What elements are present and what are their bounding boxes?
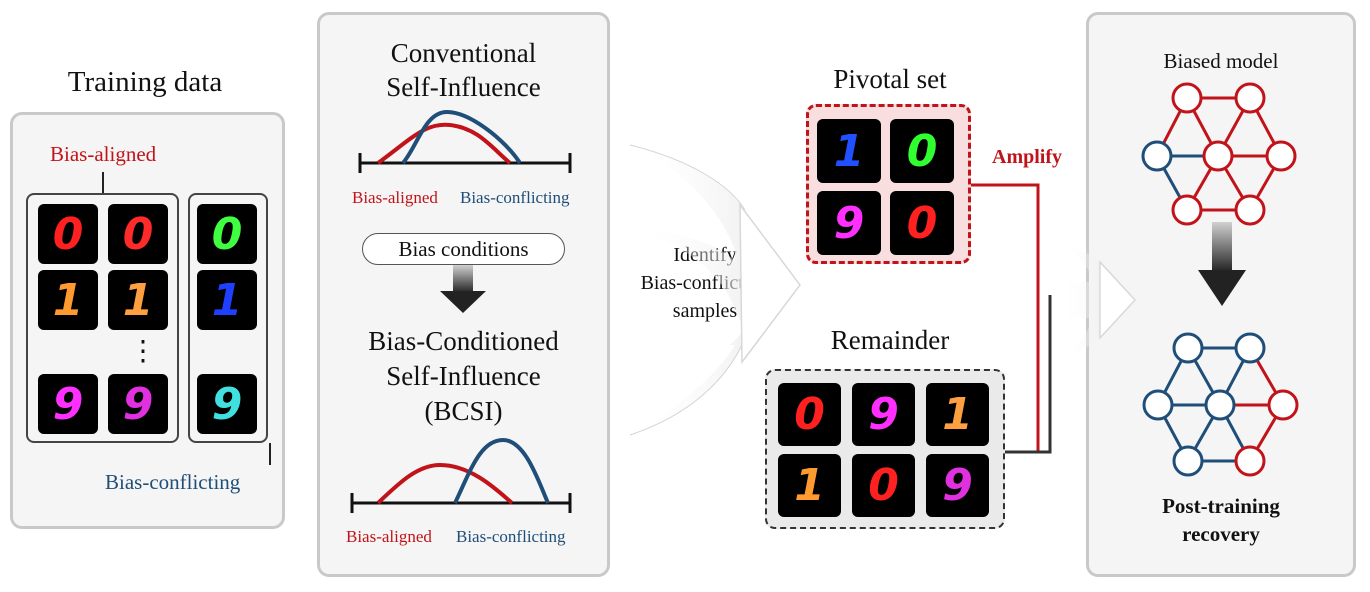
digit-image: 1 xyxy=(197,270,257,330)
bias-conflicting-label: Bias-conflicting xyxy=(105,470,241,494)
conventional-title-line2: Self-Influence xyxy=(386,72,541,102)
bottom-axis-left-label: Bias-aligned xyxy=(346,527,432,546)
digit-image: 9 xyxy=(817,191,881,255)
post-training-recovery-line2: recovery xyxy=(1182,522,1260,546)
identify-arrow-icon xyxy=(629,144,801,436)
top-axis-left-label: Bias-aligned xyxy=(352,188,438,207)
bias-conditions-label: Bias conditions xyxy=(398,237,529,261)
down-arrow-icon xyxy=(440,265,486,313)
post-training-recovery-line1: Post-training xyxy=(1162,494,1280,518)
biased-model-network xyxy=(1141,82,1297,226)
digit-image: 9 xyxy=(926,454,989,517)
model-down-arrow-icon xyxy=(1198,222,1246,306)
conventional-distribution-plot xyxy=(358,109,572,173)
bcsi-title-line3: (BCSI) xyxy=(424,396,503,426)
bcsi-distribution-plot xyxy=(350,437,572,513)
bias-aligned-group xyxy=(26,193,179,443)
digit-image: 1 xyxy=(778,454,841,517)
bias-aligned-label: Bias-aligned xyxy=(50,142,157,166)
remainder-connector-line xyxy=(1005,295,1052,454)
top-axis-right-label: Bias-conflicting xyxy=(460,188,570,207)
recovered-model-network xyxy=(1142,332,1299,477)
bias-conditions-pill xyxy=(362,233,565,265)
digit-image: 0 xyxy=(197,204,257,264)
digit-image: 9 xyxy=(852,383,915,446)
ellipsis: ⋮ xyxy=(129,334,157,367)
digit-image: 9 xyxy=(197,374,257,434)
training-data-title: Training data xyxy=(67,66,223,98)
digit-image: 0 xyxy=(108,204,168,264)
digit-image: 1 xyxy=(926,383,989,446)
digit-image: 0 xyxy=(852,454,915,517)
digit-image: 0 xyxy=(890,191,954,255)
digit-image: 0 xyxy=(890,119,954,183)
merge-arrow-icon xyxy=(1060,245,1137,360)
pivotal-set-title: Pivotal set xyxy=(833,64,947,94)
digit-image: 9 xyxy=(38,374,98,434)
bcsi-title-line1: Bias-Conditioned xyxy=(368,326,559,356)
bcsi-title-line2: Self-Influence xyxy=(386,361,541,391)
biased-model-title: Biased model xyxy=(1163,49,1279,73)
amplify-connector-line xyxy=(971,183,1040,454)
conventional-title-line1: Conventional xyxy=(390,38,537,68)
digit-image: 1 xyxy=(38,270,98,330)
bias-conflicting-group xyxy=(188,193,268,443)
digit-image: 0 xyxy=(778,383,841,446)
digit-image: 1 xyxy=(108,270,168,330)
bottom-axis-right-label: Bias-conflicting xyxy=(456,527,566,546)
amplify-label: Amplify xyxy=(992,146,1062,168)
digit-image: 0 xyxy=(38,204,98,264)
identify-line3: samples xyxy=(672,300,738,322)
digit-image: 9 xyxy=(108,374,168,434)
remainder-title: Remainder xyxy=(830,325,950,355)
digit-image: 1 xyxy=(817,119,881,183)
